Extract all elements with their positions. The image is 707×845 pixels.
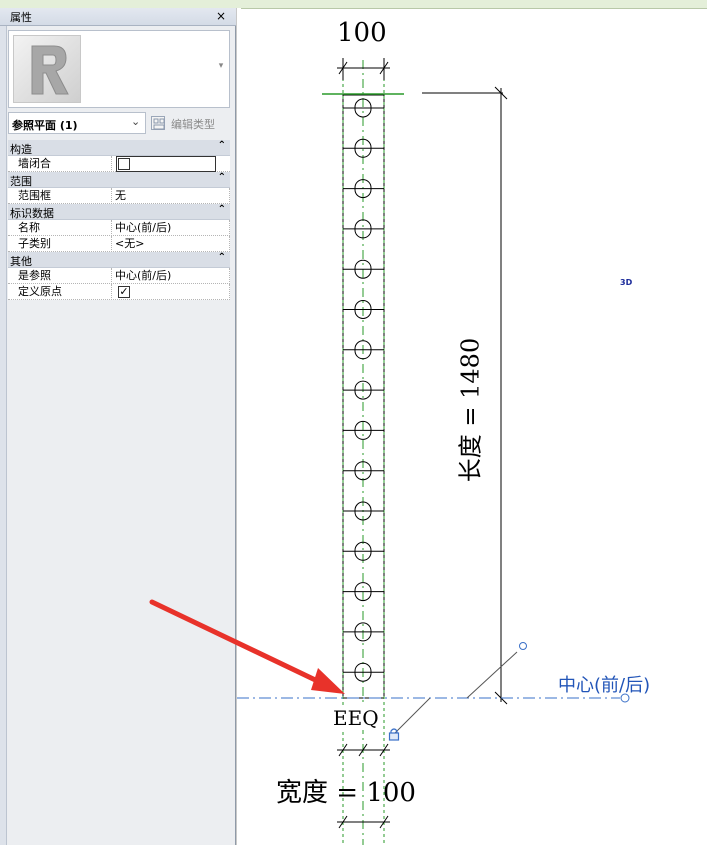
slot-capsule bbox=[354, 219, 372, 239]
slot-capsule bbox=[354, 259, 372, 279]
properties-title: 属性 bbox=[10, 11, 32, 24]
top-dimension-value[interactable]: 100 bbox=[337, 18, 387, 48]
view-3d-label: 3D bbox=[620, 278, 633, 287]
group-label: 构造 bbox=[10, 143, 32, 156]
collapse-icon[interactable]: ⌃ bbox=[217, 172, 226, 183]
chevron-down-icon: ⌄ bbox=[131, 115, 141, 128]
property-name: 墙闭合 bbox=[8, 156, 112, 172]
property-row: 定义原点 ✓ bbox=[8, 284, 230, 300]
properties-table: 构造 ⌃ 墙闭合 范围 ⌃ 范围框 无 标识数据 ⌃ 名称 中心(前/后) 子类… bbox=[8, 140, 230, 300]
slot-capsule bbox=[354, 662, 372, 682]
slot-capsule bbox=[354, 98, 372, 118]
width-dimension-label[interactable]: 宽度 = 100 bbox=[276, 778, 416, 808]
property-name: 子类别 bbox=[8, 236, 112, 252]
collapse-icon[interactable]: ⌃ bbox=[217, 252, 226, 263]
property-name: 定义原点 bbox=[8, 284, 112, 300]
properties-title-bar: 属性 × bbox=[0, 8, 236, 26]
slot-capsule bbox=[354, 420, 372, 440]
view-frame-edge bbox=[236, 8, 241, 845]
group-label: 范围 bbox=[10, 175, 32, 188]
property-row[interactable]: 范围框 无 bbox=[8, 188, 230, 204]
edit-type-label: 编辑类型 bbox=[171, 118, 215, 131]
slot-capsule bbox=[354, 461, 372, 481]
selector-value: 参照平面 (1) bbox=[12, 119, 78, 132]
reference-plane-name[interactable]: 中心(前/后) bbox=[558, 675, 651, 696]
revit-logo-icon bbox=[13, 35, 81, 103]
slot-capsule bbox=[354, 622, 372, 642]
property-name: 名称 bbox=[8, 220, 112, 236]
group-header-extents[interactable]: 范围 ⌃ bbox=[8, 172, 230, 188]
slot-capsule bbox=[354, 300, 372, 319]
checkbox[interactable] bbox=[118, 158, 130, 170]
instance-selector[interactable]: 参照平面 (1) ⌄ bbox=[8, 112, 146, 134]
chevron-down-icon[interactable]: ▾ bbox=[218, 61, 224, 71]
collapse-icon[interactable]: ⌃ bbox=[217, 204, 226, 215]
slot-group bbox=[343, 98, 384, 682]
slot-capsule bbox=[354, 501, 372, 521]
group-header-construction[interactable]: 构造 ⌃ bbox=[8, 140, 230, 156]
collapse-icon[interactable]: ⌃ bbox=[217, 140, 226, 151]
group-header-other[interactable]: 其他 ⌃ bbox=[8, 252, 230, 268]
property-value[interactable]: 无 bbox=[115, 189, 126, 202]
properties-palette: 属性 × ▾ 参照平面 (1) ⌄ 编辑类型 构造 ⌃ 墙闭合 范围 bbox=[0, 8, 236, 845]
close-icon[interactable]: × bbox=[215, 9, 227, 23]
property-row[interactable]: 是参照 中心(前/后) bbox=[8, 268, 230, 284]
slot-capsule bbox=[354, 340, 372, 360]
slot-capsule bbox=[354, 582, 372, 602]
property-row[interactable]: 子类别 <无> bbox=[8, 236, 230, 252]
property-name: 是参照 bbox=[8, 268, 112, 284]
property-value[interactable]: 中心(前/后) bbox=[115, 269, 172, 282]
property-name: 范围框 bbox=[8, 188, 112, 204]
length-dimension-label[interactable]: 长度 = 1480 bbox=[456, 337, 485, 483]
slot-capsule bbox=[354, 380, 372, 400]
edit-type-icon bbox=[151, 116, 165, 130]
edit-type-button[interactable]: 编辑类型 bbox=[150, 112, 232, 134]
define-origin-checkbox[interactable]: ✓ bbox=[118, 285, 130, 298]
slot-capsule bbox=[354, 179, 372, 199]
property-value[interactable]: <无> bbox=[115, 237, 145, 250]
eq-constraint-label[interactable]: EEQ bbox=[333, 706, 379, 730]
group-label: 标识数据 bbox=[10, 207, 54, 220]
slot-capsule bbox=[354, 138, 372, 158]
property-value[interactable]: 中心(前/后) bbox=[115, 221, 172, 234]
top-toolbar-strip bbox=[0, 0, 707, 9]
palette-left-strip bbox=[0, 26, 7, 845]
type-selector-box[interactable]: ▾ bbox=[8, 30, 230, 108]
property-row: 墙闭合 bbox=[8, 156, 230, 172]
slot-capsule bbox=[354, 541, 372, 561]
group-label: 其他 bbox=[10, 255, 32, 268]
wall-closure-field[interactable] bbox=[116, 156, 216, 172]
lock-icon[interactable] bbox=[388, 728, 400, 741]
property-row[interactable]: 名称 中心(前/后) bbox=[8, 220, 230, 236]
group-header-identity-data[interactable]: 标识数据 ⌃ bbox=[8, 204, 230, 220]
